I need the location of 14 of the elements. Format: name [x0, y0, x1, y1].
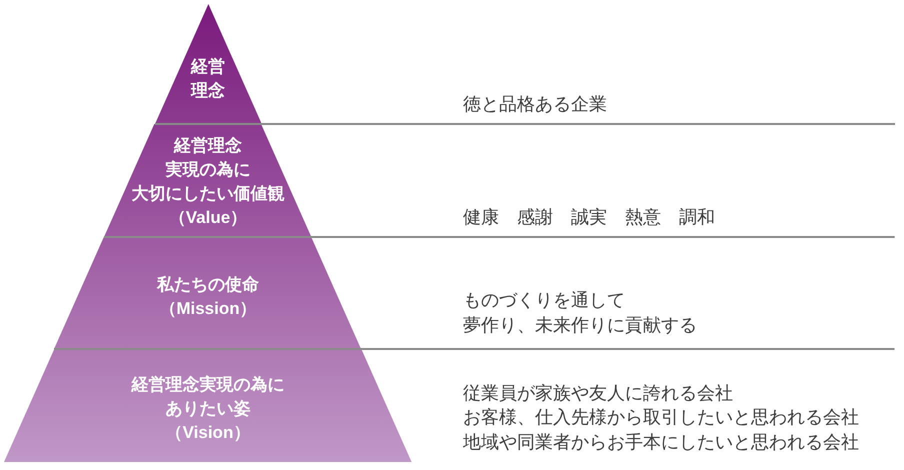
description-text: 地域や同業者からお手本にしたいと思われる会社 — [463, 430, 859, 454]
tier-label: 私たちの使命（Mission） — [156, 274, 260, 320]
tier-label: 経営理念実現の為に大切にしたい価値観（Value） — [130, 135, 286, 229]
description-text: 健康 感謝 誠実 熱意 調和 — [463, 206, 715, 228]
pyramid-tier — [54, 237, 362, 349]
description-text: 徳と品格ある企業 — [463, 92, 607, 116]
tier-label: 経営理念 — [190, 56, 226, 102]
description-text: ものづくりを通して夢作り、未来作りに貢献する — [463, 289, 698, 337]
tier-label: 経営理念実現の為にありたい姿（Vision） — [130, 374, 286, 444]
description-text: お客様、仕入先様から取引したいと思われる会社 — [463, 406, 859, 428]
pyramid-tier — [4, 349, 412, 462]
pyramid-tier — [104, 124, 312, 237]
pyramid-tier — [154, 4, 262, 124]
description-text: 従業員が家族や友人に誇れる会社 — [463, 382, 733, 404]
